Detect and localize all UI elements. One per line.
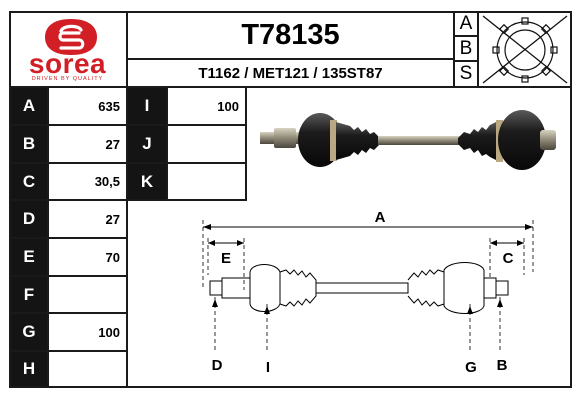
divider (453, 11, 455, 87)
divider (453, 35, 479, 37)
dim-label-c: C (503, 250, 514, 267)
spec-label-d: D (11, 201, 47, 237)
divider (126, 162, 247, 164)
spec-value-i: 100 (217, 98, 239, 114)
dim-label-d: D (212, 357, 223, 374)
drive-shaft-photo (260, 110, 556, 170)
spec-value-j (168, 126, 245, 162)
dimension-diagram: A E C D I G B (202, 209, 534, 376)
spec-label-c: C (11, 164, 47, 199)
spec-value-k (168, 164, 245, 199)
dim-label-a: A (375, 209, 386, 226)
cross-references: T1162 / MET121 / 135ST87 (198, 64, 383, 82)
sorea-logo-icon (45, 19, 97, 55)
spec-value-a: 635 (98, 98, 120, 114)
divider (9, 86, 572, 88)
brand-name: sorea (28, 48, 107, 79)
divider (9, 350, 127, 352)
divider (126, 124, 247, 126)
divider (9, 312, 127, 314)
spec-label-e: E (11, 239, 47, 275)
spec-label-g: G (11, 314, 47, 350)
part-code: T78135 (241, 19, 340, 51)
divider (166, 86, 168, 201)
spec-label-a: A (11, 88, 47, 124)
brand-tagline: DRIVEN BY QUALITY (31, 76, 104, 82)
spec-label-k: K (128, 164, 166, 199)
divider (9, 124, 127, 126)
abs-letter-s: S (459, 63, 473, 84)
dim-label-b: B (497, 357, 508, 374)
dim-label-g: G (465, 359, 477, 376)
spec-label-j: J (128, 126, 166, 162)
abs-letter-b: B (459, 37, 473, 59)
spec-value-b: 27 (105, 136, 120, 152)
divider (126, 58, 455, 60)
spec-label-b: B (11, 126, 47, 162)
spec-value-d: 27 (105, 211, 120, 227)
divider (477, 11, 479, 87)
spec-value-f (49, 277, 126, 312)
abs-letter-a: A (459, 12, 473, 34)
divider (245, 86, 247, 201)
spec-label-h: H (11, 352, 47, 386)
divider (9, 275, 127, 277)
no-abs-ring-icon (482, 15, 568, 84)
spec-value-e: 70 (105, 249, 120, 265)
spec-value-c: 30,5 (94, 174, 120, 189)
divider (9, 237, 127, 239)
spec-value-h (49, 352, 126, 386)
dim-label-i: I (266, 359, 270, 376)
spec-label-f: F (11, 277, 47, 312)
divider (9, 162, 127, 164)
divider (453, 60, 479, 62)
divider (9, 199, 246, 201)
spec-label-i: I (128, 88, 166, 124)
dim-label-e: E (221, 250, 231, 267)
spec-value-g: 100 (98, 324, 120, 340)
